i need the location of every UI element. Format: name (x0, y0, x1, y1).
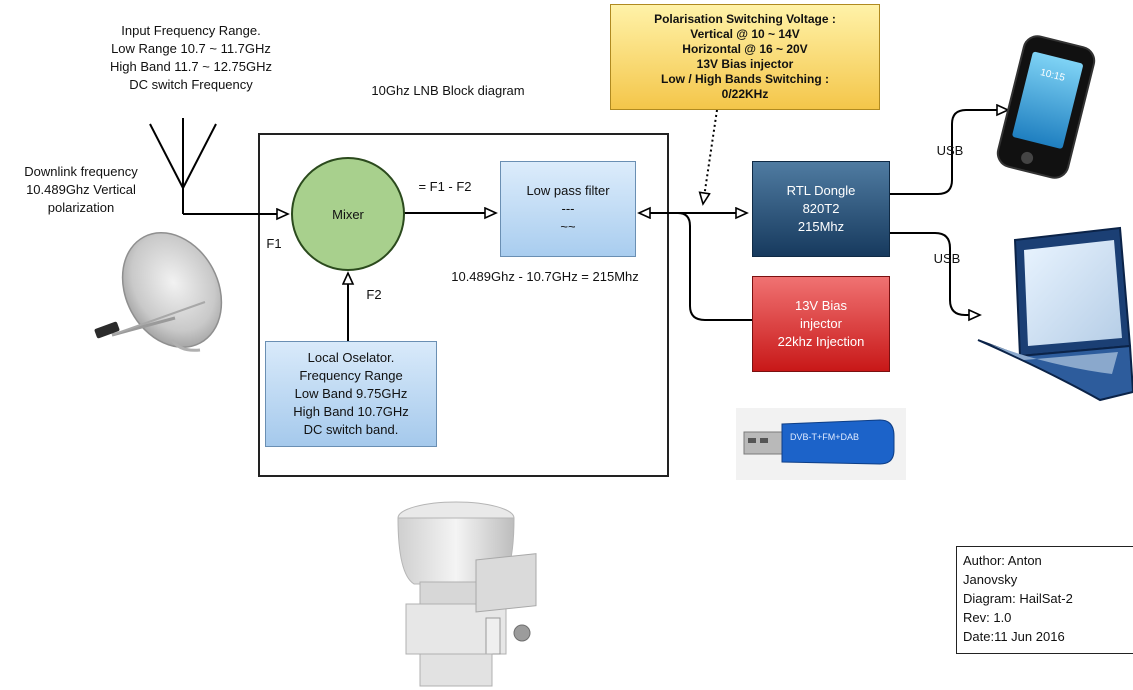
dongle-label-text: DVB-T+FM+DAB (790, 432, 860, 442)
mixer-circle (291, 157, 405, 271)
polarisation-note-line: 0/22KHz (721, 87, 769, 101)
rtl-dongle-line: 215Mhz (797, 219, 845, 234)
local-oscillator-block: Local Oselator. Frequency Range Low Band… (265, 341, 437, 447)
mobile-phone-image (996, 35, 1096, 179)
rtl-dongle-line: 820T2 (802, 201, 840, 216)
input-frequency-range-text: Input Frequency Range. Low Range 10.7 ~ … (76, 22, 306, 94)
frequency-calculation-label: 10.489Ghz - 10.7GHz = 215Mhz (451, 269, 639, 284)
bias-injector-line: 13V Bias (794, 298, 848, 313)
bias-injector-line: injector (800, 316, 842, 331)
input-range-line: Low Range 10.7 ~ 11.7GHz (111, 41, 271, 56)
note-pointer (703, 109, 718, 204)
local-oscillator-line: Low Band 9.75GHz (294, 386, 408, 401)
local-oscillator-line: DC switch band. (303, 422, 399, 437)
author-line: Author: Anton (963, 553, 1042, 568)
low-pass-filter-line: --- (561, 201, 575, 216)
author-line: Rev: 1.0 (963, 610, 1012, 625)
diagram-title: 10Ghz LNB Block diagram (371, 83, 525, 98)
polarisation-note-line: Low / High Bands Switching : (661, 72, 829, 86)
polarisation-note-line: Vertical @ 10 ~ 14V (690, 27, 800, 41)
mixer-label: Mixer (332, 207, 364, 222)
lnb-image (397, 501, 537, 687)
bias-injector-line: 22khz Injection (777, 334, 865, 349)
downlink-line: polarization (47, 200, 115, 215)
usb-phone-connection (890, 110, 1008, 195)
downlink-line: 10.489Ghz Vertical (26, 182, 136, 197)
polarisation-note-line: Polarisation Switching Voltage : (654, 12, 836, 26)
satellite-dish-image (94, 232, 223, 352)
low-pass-filter-block: Low pass filter --- ~~ (500, 161, 636, 257)
laptop-image (977, 226, 1133, 402)
input-range-line: DC switch Frequency (129, 77, 253, 92)
rtl-dongle-block: RTL Dongle 820T2 215Mhz (752, 161, 890, 257)
polarisation-note-line: Horizontal @ 16 ~ 20V (682, 42, 808, 56)
frequency-difference-label: = F1 - F2 (418, 179, 472, 194)
polarisation-note-line: 13V Bias injector (696, 57, 794, 71)
antenna-icon (149, 118, 217, 214)
low-pass-filter-line: ~~ (560, 219, 576, 234)
downlink-frequency-text: Downlink frequency 10.489Ghz Vertical po… (6, 163, 156, 217)
input-range-line: Input Frequency Range. (121, 23, 261, 38)
author-line: Janovsky (963, 572, 1018, 587)
usb-laptop-connection (890, 232, 980, 315)
local-oscillator-line: High Band 10.7GHz (293, 404, 409, 419)
bias-connection (677, 212, 752, 321)
rtl-dongle-line: RTL Dongle (786, 183, 856, 198)
usb-phone-label: USB (936, 143, 964, 158)
polarisation-note: Polarisation Switching Voltage : Vertica… (610, 4, 880, 110)
bias-injector-block: 13V Bias injector 22khz Injection (752, 276, 890, 372)
local-oscillator-line: Frequency Range (299, 368, 403, 383)
low-pass-filter-title: Low pass filter (526, 183, 610, 198)
input-range-line: High Band 11.7 ~ 12.75GHz (109, 59, 272, 74)
f2-label: F2 (366, 287, 382, 302)
downlink-line: Downlink frequency (24, 164, 138, 179)
author-line: Diagram: HailSat-2 (963, 591, 1073, 606)
f1-label: F1 (266, 236, 282, 251)
author-info-box: Author: Anton Janovsky Diagram: HailSat-… (956, 546, 1133, 654)
lnb-enclosure (258, 133, 669, 477)
author-line: Date:11 Jun 2016 (963, 629, 1065, 644)
usb-dongle-image (736, 408, 906, 480)
local-oscillator-line: Local Oselator. (307, 350, 395, 365)
usb-laptop-label: USB (933, 251, 961, 266)
